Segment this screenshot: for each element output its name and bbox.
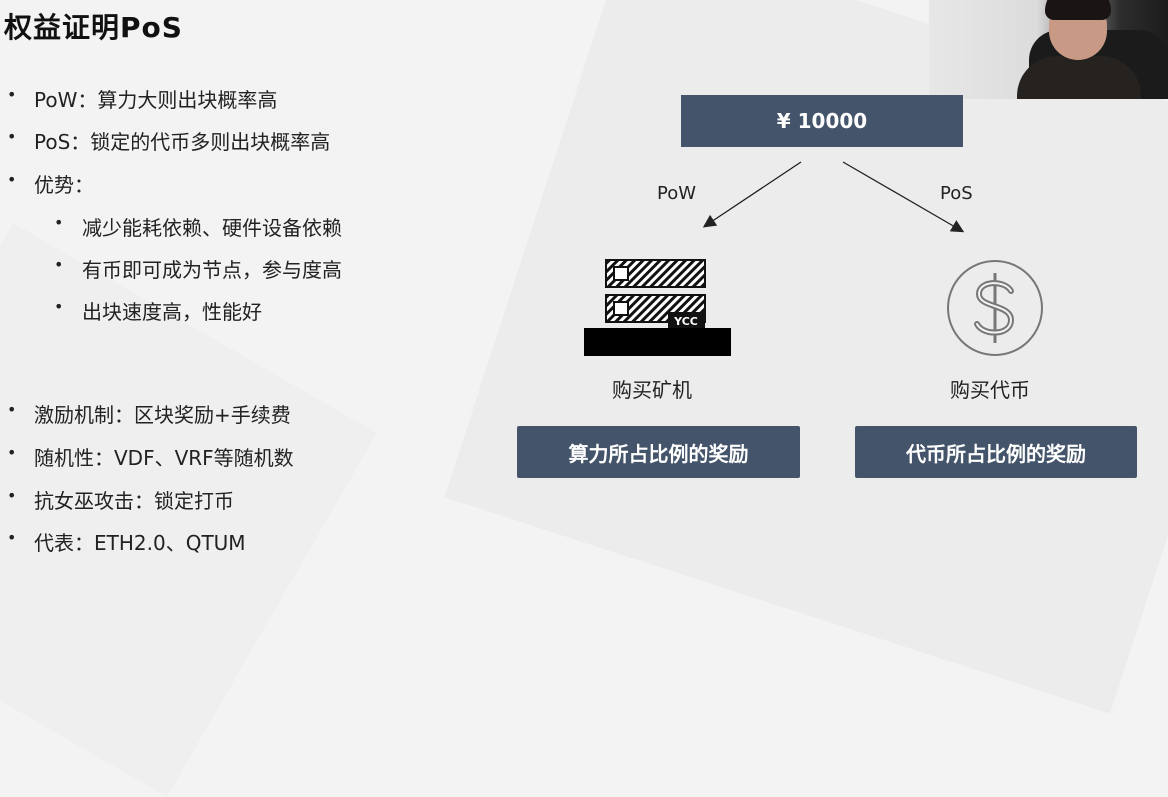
bullet-item: •PoS：锁定的代币多则出块概率高 <box>7 127 331 154</box>
mining-rig-icon: YCC <box>584 259 731 356</box>
caption-buy-token: 购买代币 <box>950 378 1030 402</box>
webcam-overlay <box>929 0 1168 99</box>
bullet-item: •随机性：VDF、VRF等随机数 <box>7 443 294 470</box>
bullet-text: 代表：ETH2.0、QTUM <box>34 531 246 555</box>
branch-label-pow: PoW <box>657 183 697 204</box>
presenter-body <box>1017 56 1141 99</box>
reward-box-pow: 算力所占比例的奖励 <box>517 426 800 478</box>
price-box: ¥ 10000 <box>681 95 963 147</box>
bullet-item: •优势： <box>7 170 94 197</box>
bullet-text: 优势： <box>34 173 94 197</box>
branch-label-pos: PoS <box>940 183 973 204</box>
dollar-coin-icon <box>947 260 1043 356</box>
sub-bullet-text: 减少能耗依赖、硬件设备依赖 <box>82 216 342 240</box>
slide-title: 权益证明PoS <box>4 11 183 44</box>
bullet-text: 激励机制：区块奖励+手续费 <box>34 403 291 427</box>
sub-bullet-text: 有币即可成为节点，参与度高 <box>82 258 342 282</box>
bullet-text: PoS：锁定的代币多则出块概率高 <box>34 130 331 154</box>
arrow-pow <box>702 161 802 228</box>
bullet-item: •PoW：算力大则出块概率高 <box>7 85 278 112</box>
bullet-item: •激励机制：区块奖励+手续费 <box>7 400 291 427</box>
bullet-text: PoW：算力大则出块概率高 <box>34 88 278 112</box>
server-tag: YCC <box>673 315 698 328</box>
caption-buy-miner: 购买矿机 <box>612 378 692 402</box>
bullet-text: 随机性：VDF、VRF等随机数 <box>34 446 294 470</box>
diagram-arrows <box>702 161 965 233</box>
reward-box-pos: 代币所占比例的奖励 <box>855 426 1137 478</box>
bullet-item: •代表：ETH2.0、QTUM <box>7 528 246 555</box>
sub-bullet-item: •有币即可成为节点，参与度高 <box>54 255 342 282</box>
arrow-pos <box>842 161 965 233</box>
sub-bullet-text: 出块速度高，性能好 <box>82 300 262 324</box>
sub-bullet-item: •减少能耗依赖、硬件设备依赖 <box>54 213 342 240</box>
presenter-hair <box>1045 0 1111 20</box>
bullet-text: 抗女巫攻击：锁定打币 <box>34 489 234 513</box>
sub-bullet-item: •出块速度高，性能好 <box>54 297 262 324</box>
bullet-item: •抗女巫攻击：锁定打币 <box>7 486 234 513</box>
